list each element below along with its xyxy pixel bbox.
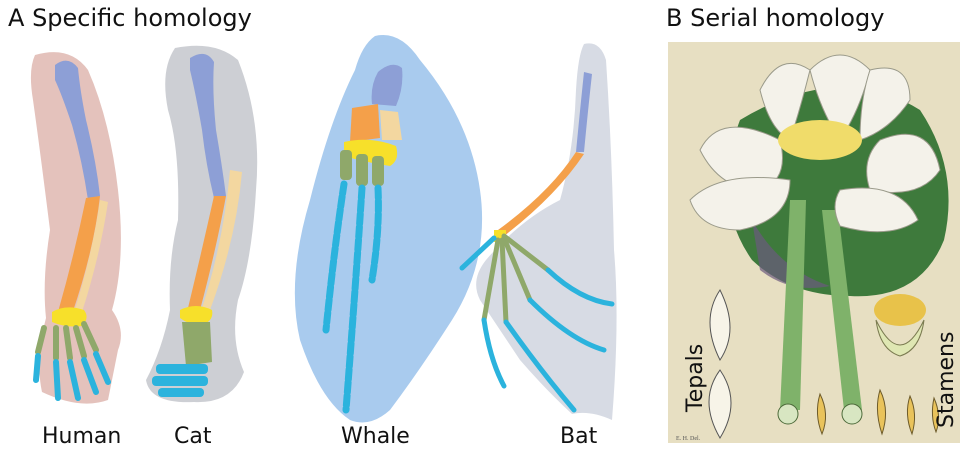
artist-mark: E. H. Del. [676,436,701,442]
label-tepals: Tepals [683,344,709,412]
cat-leg [146,46,257,402]
water-lily-plate: E. H. Del. [668,42,960,443]
label-stamens: Stamens [934,332,960,428]
lily-stamen-center [778,120,862,160]
label-cat: Cat [174,424,211,450]
cat-phalanges [152,364,208,397]
label-bat: Bat [560,424,597,450]
whale-radius [350,104,380,142]
label-human: Human [42,424,121,450]
bat-wing [462,43,617,420]
human-arm [31,52,121,403]
cat-metacarpals [182,322,212,366]
label-whale: Whale [341,424,410,450]
whale-flipper [295,35,482,422]
